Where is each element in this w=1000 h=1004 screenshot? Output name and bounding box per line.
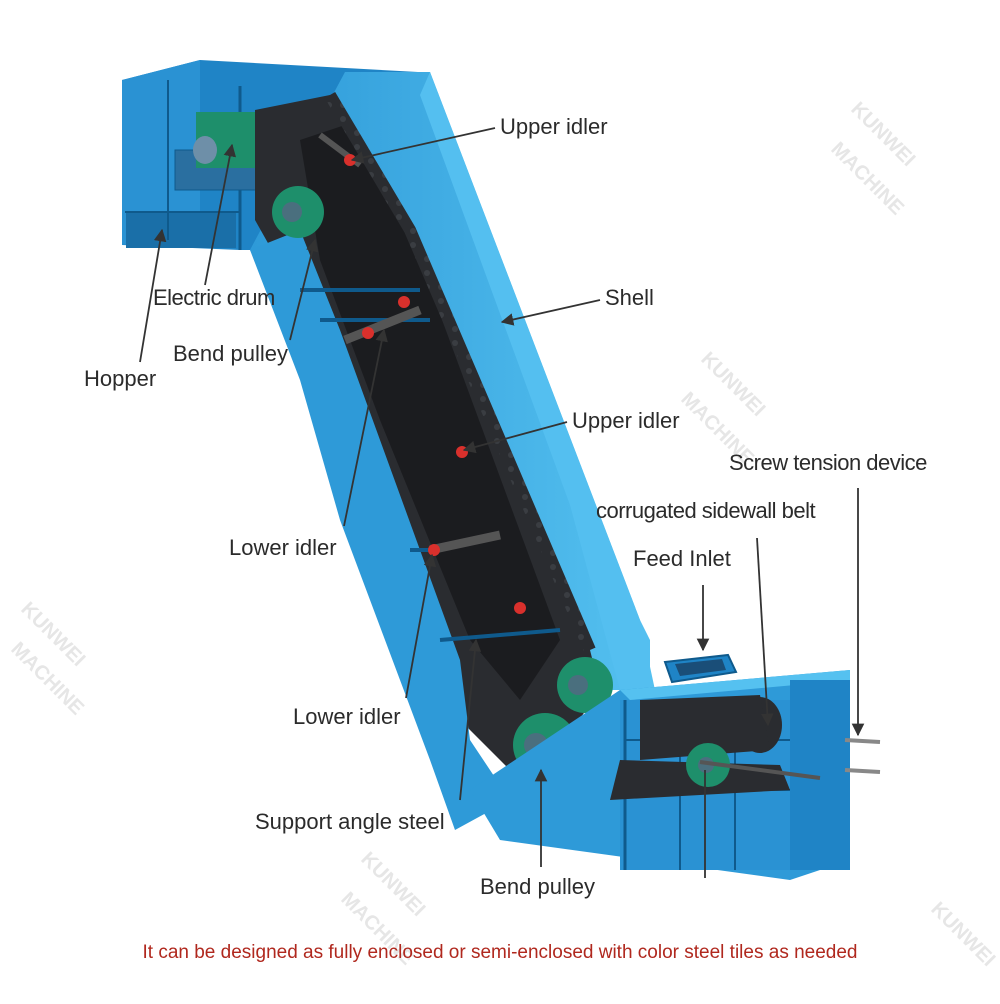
label-corrugated-sidewall-belt: corrugated sidewall belt [596,498,816,523]
label-electric-drum: Electric drum [153,285,275,310]
label-upper-idler-mid: Upper idler [572,408,680,433]
label-screw-tension-device: Screw tension device [729,450,927,475]
label-shell: Shell [605,285,654,310]
feed-inlet [663,653,738,684]
label-hopper: Hopper [84,366,157,391]
label-feed-inlet: Feed Inlet [633,546,731,571]
label-support-angle-steel: Support angle steel [255,809,445,834]
leader-lines [139,127,865,878]
label-bend-pulley-bottom: Bend pulley [480,874,595,899]
caption: It can be designed as fully enclosed or … [142,942,858,963]
left-side-panel [250,230,561,830]
label-lower-idler-top: Lower idler [229,535,337,560]
label-bend-pulley-top: Bend pulley [173,341,288,366]
label-upper-idler-top: Upper idler [500,114,608,139]
label-lower-idler-bottom: Lower idler [293,704,401,729]
belt [255,91,600,790]
